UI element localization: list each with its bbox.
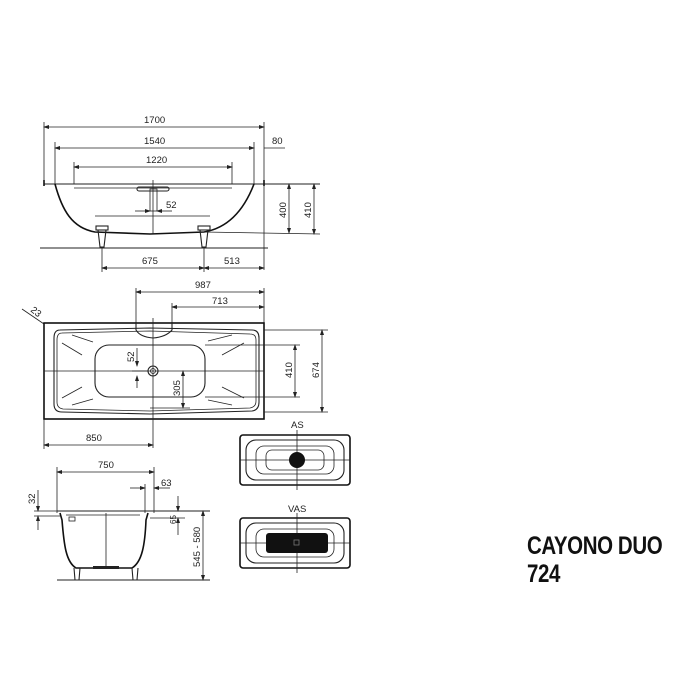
product-model: 724 — [527, 560, 560, 588]
drain-label-as: AS — [291, 420, 304, 431]
drain-option-vas: VAS — [239, 504, 351, 573]
dim-bottom-length: 1220 — [146, 155, 167, 166]
dim-overall-width: 674 — [311, 362, 322, 378]
dim-rim-drop: 65 — [169, 515, 178, 524]
dim-overflow-to-end: 713 — [212, 296, 228, 307]
dim-top-drain-offset: 52 — [126, 351, 137, 362]
foot-right — [197, 225, 211, 248]
dim-drain-from-left: 850 — [86, 433, 102, 444]
dim-overall-length: 1700 — [144, 115, 165, 126]
dim-foot-to-end: 513 — [224, 256, 240, 267]
dim-height-range: 545 - 580 — [192, 527, 203, 567]
dim-rim-thickness: 32 — [27, 493, 38, 504]
side-view: 1700 1540 80 1220 52 — [40, 115, 321, 272]
dim-foot-spacing: 675 — [142, 256, 158, 267]
dim-inner-length: 1540 — [144, 136, 165, 147]
dim-depth-outer: 410 — [303, 202, 314, 218]
dim-depth-inner: 400 — [278, 202, 289, 218]
dim-drain-offset: 52 — [166, 200, 177, 211]
top-view: 987 713 23 52 305 — [21, 280, 328, 449]
dim-rim-offset: 80 — [272, 136, 283, 147]
drain-label-vas: VAS — [288, 504, 306, 515]
product-name: CAYONO DUO — [527, 532, 663, 560]
drain-round-icon — [289, 452, 305, 468]
dim-drain-to-end: 987 — [195, 280, 211, 291]
foot-left — [95, 225, 109, 248]
drain-rect-icon — [266, 533, 328, 553]
dim-drain-to-edge: 305 — [172, 380, 183, 396]
dim-end-rim: 63 — [161, 478, 172, 489]
dim-inner-width: 410 — [284, 362, 295, 378]
end-view: 750 63 32 65 545 - 580 — [27, 460, 210, 581]
dim-end-width: 750 — [98, 460, 114, 471]
drain-option-as: AS — [239, 420, 351, 490]
dim-rim-width: 23 — [28, 305, 43, 320]
product-title: CAYONO DUO 724 — [527, 532, 663, 588]
